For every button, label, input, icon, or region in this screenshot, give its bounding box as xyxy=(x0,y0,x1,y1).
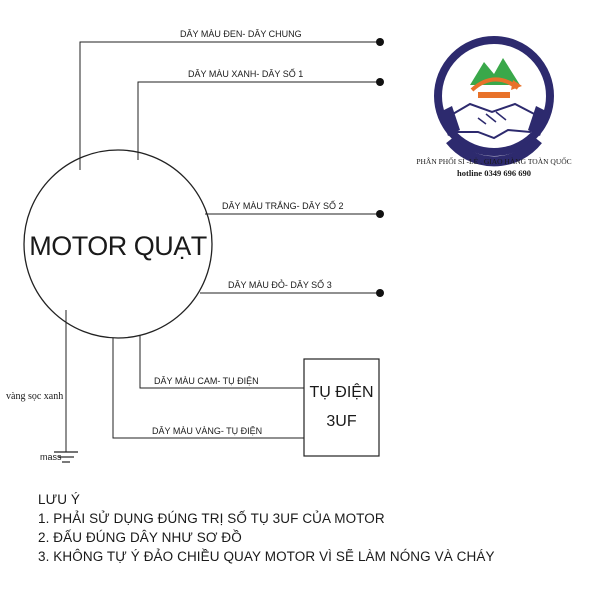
ground-label: mass xyxy=(40,452,62,462)
wire-label-blue: DÂY MÀU XANH- DÂY SỐ 1 xyxy=(188,68,303,79)
logo-tagline: PHÂN PHỐI SỈ -LẺ . GIAO HÀNG TOÀN QUỐC xyxy=(416,156,571,166)
logo-ring-bottom xyxy=(446,136,542,167)
note-item-2: 2. ĐẤU ĐÚNG DÂY NHƯ SƠ ĐỒ xyxy=(38,530,242,545)
wire-yellow xyxy=(112,338,304,439)
logo-cuff-left-icon xyxy=(440,106,460,136)
logo-mountain-icon xyxy=(470,58,520,85)
wire-label-red: DÂY MÀU ĐỎ- DÂY SỐ 3 xyxy=(228,279,332,290)
wire-orange xyxy=(139,336,304,389)
wire-black-common xyxy=(79,41,380,170)
ground-wire-label: vàng sọc xanh xyxy=(6,391,63,402)
wire-label-yellow: DÂY MÀU VÀNG- TỤ ĐIỆN xyxy=(152,426,262,436)
wire-label-white: DÂY MÀU TRẮNG- DÂY SỐ 2 xyxy=(222,200,344,211)
wire-label-orange: DÂY MÀU CAM- TỤ ĐIỆN xyxy=(154,376,259,386)
capacitor-label-2: 3UF xyxy=(326,413,356,430)
capacitor-label-1: TỤ ĐIỆN xyxy=(310,382,374,401)
terminal-red xyxy=(376,289,384,297)
wire-blue xyxy=(137,81,380,160)
logo-banner xyxy=(478,92,510,98)
terminal-black xyxy=(376,38,384,46)
note-item-1: 1. PHẢI SỬ DỤNG ĐÚNG TRỊ SỐ TỤ 3UF CỦA M… xyxy=(38,511,385,526)
motor-circle xyxy=(23,149,213,339)
logo-handshake-fingers-icon xyxy=(477,111,507,125)
wire-label-black: DÂY MÀU ĐEN- DÂY CHUNG xyxy=(180,29,302,39)
capacitor-box xyxy=(303,358,380,457)
note-item-3: 3. KHÔNG TỰ Ý ĐẢO CHIỀU QUAY MOTOR VÌ SẼ… xyxy=(38,549,495,564)
notes-title: LƯU Ý xyxy=(38,492,81,507)
terminal-blue xyxy=(376,78,384,86)
motor-label: MOTOR QUẠT xyxy=(29,231,207,261)
terminal-white xyxy=(376,210,384,218)
logo-hotline: hotline 0349 696 690 xyxy=(457,168,531,178)
company-logo xyxy=(434,36,554,167)
logo-cuff-right-icon xyxy=(528,106,548,136)
logo-arrow-icon xyxy=(511,80,522,90)
notes-section: LƯU Ý 1. PHẢI SỬ DỤNG ĐÚNG TRỊ SỐ TỤ 3UF… xyxy=(38,490,495,566)
